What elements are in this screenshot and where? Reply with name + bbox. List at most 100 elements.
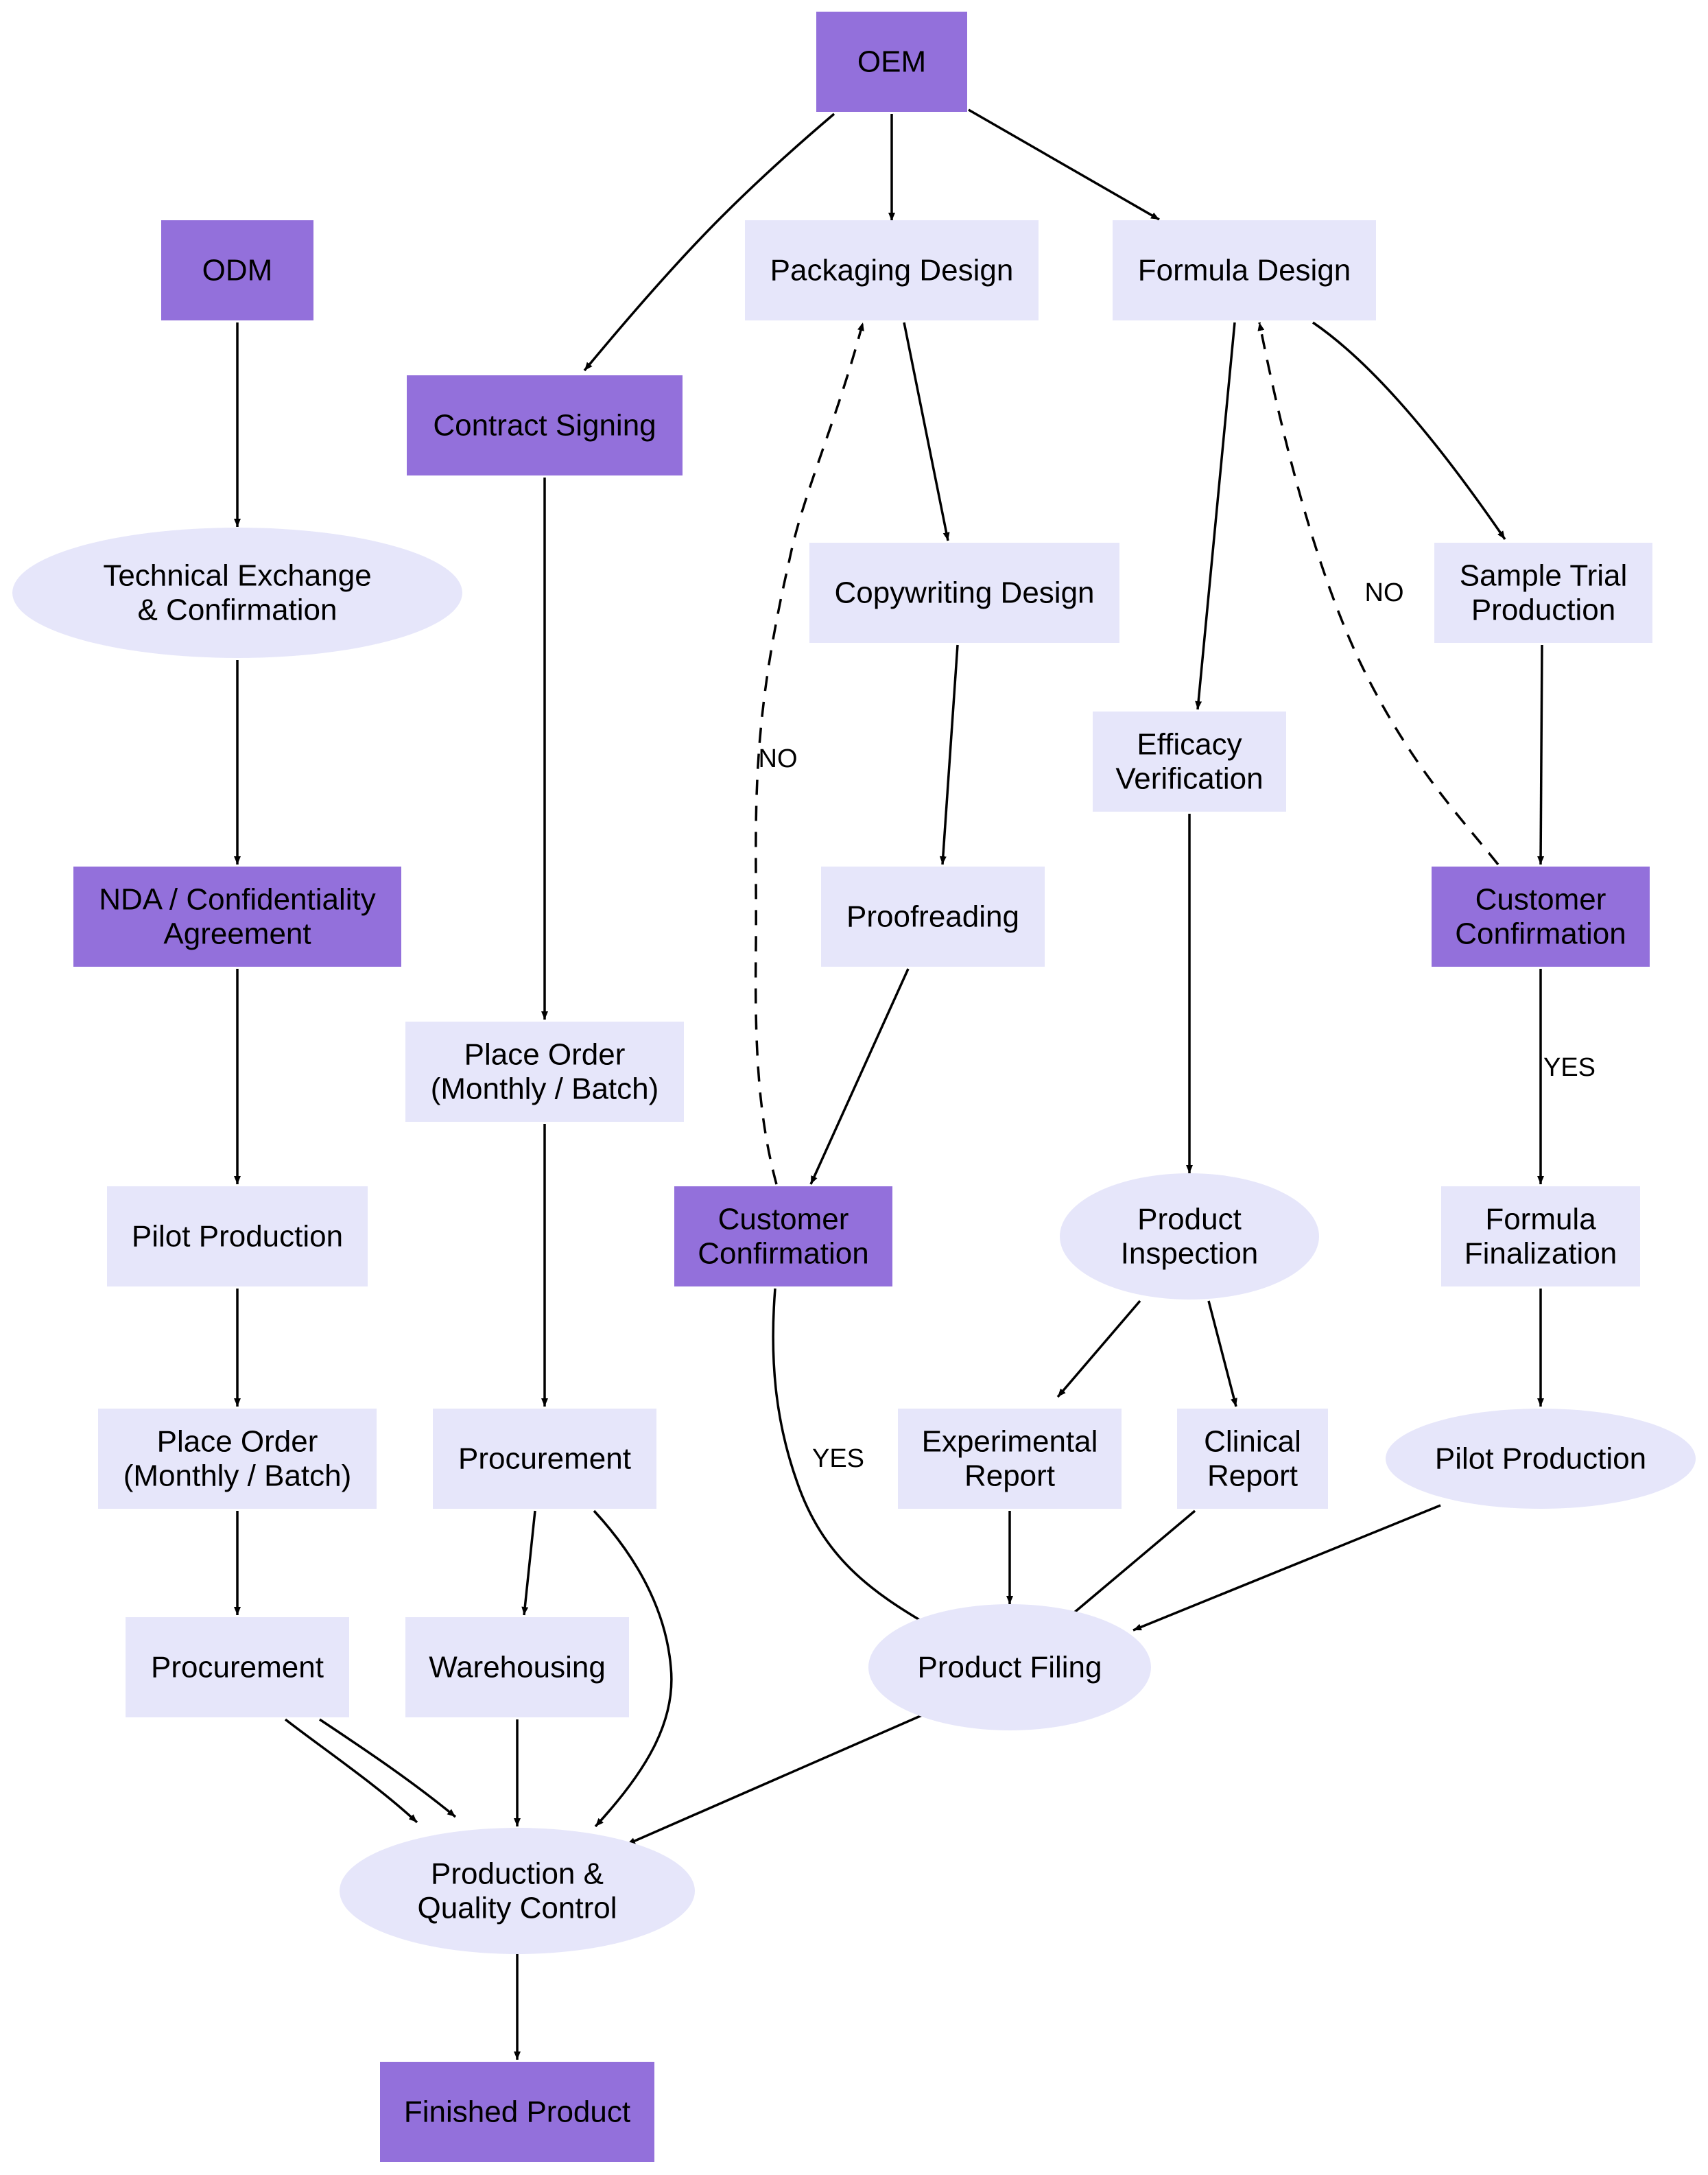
node-shape-box (816, 12, 967, 112)
node-label: Procurement (458, 1442, 631, 1476)
node-procurement-oem: Procurement (433, 1409, 656, 1509)
node-place-order-oem: Place Order(Monthly / Batch) (405, 1022, 684, 1122)
node-shape-box (73, 867, 401, 967)
node-label: Finished Product (404, 2095, 630, 2129)
node-pilot-production-oem: Pilot Production (1386, 1409, 1696, 1509)
node-shape-box (380, 2062, 654, 2162)
node-packaging-design: Packaging Design (745, 220, 1039, 320)
edge-label-no: NO (1365, 578, 1404, 607)
node-proofreading: Proofreading (821, 867, 1045, 967)
node-label: Copywriting Design (834, 576, 1094, 610)
node-production-qc: Production &Quality Control (340, 1828, 695, 1954)
edge-procurement-oem-to-warehousing (521, 1510, 536, 1616)
edge-customer-confirmation-packaging-to-packaging-design (754, 322, 864, 1185)
node-label: Production &Quality Control (417, 1857, 617, 1925)
node-shape-box (1434, 543, 1652, 643)
node-label: Formula Design (1138, 254, 1351, 287)
edge-labels-layer: NO YES NO YES (759, 578, 1596, 1473)
edge-copywriting-design-to-proofreading (939, 644, 959, 865)
nodes-layer: OEM ODM Packaging Design Formula DesignCont… (12, 12, 1696, 2162)
node-shape-box (407, 375, 683, 475)
node-shape-box (161, 220, 313, 320)
node-shape-ellipse (868, 1604, 1151, 1730)
node-shape-box (821, 867, 1045, 967)
node-formula-design: Formula Design (1113, 220, 1376, 320)
node-label: Pilot Production (132, 1220, 343, 1254)
edge-procurement-odm-to-production-qc (319, 1718, 457, 1818)
edges-layer (234, 108, 1545, 2060)
node-shape-box (1441, 1186, 1640, 1286)
node-shape-box (674, 1186, 892, 1286)
node-label: ODM (202, 254, 273, 287)
edge-packaging-design-to-copywriting-design (903, 322, 950, 541)
node-odm: ODM (161, 220, 313, 320)
node-shape-box (107, 1186, 368, 1286)
node-shape-box (126, 1617, 349, 1717)
node-shape-ellipse (12, 528, 462, 658)
node-shape-box (98, 1409, 377, 1509)
node-shape-ellipse (340, 1828, 695, 1954)
node-procurement-odm: Procurement (126, 1617, 349, 1717)
node-label: Technical Exchange& Confirmation (103, 559, 371, 627)
node-shape-box (809, 543, 1119, 643)
edge-pilot-production-oem-to-product-filing (1132, 1504, 1441, 1632)
node-label: Contract Signing (433, 409, 656, 443)
node-label: Proofreading (846, 900, 1019, 934)
node-product-filing: Product Filing (868, 1604, 1151, 1730)
node-contract-signing: Contract Signing (407, 375, 683, 475)
edge-formula-design-to-efficacy-verification (1195, 322, 1236, 710)
node-label: Warehousing (429, 1651, 606, 1684)
node-oem: OEM (816, 12, 967, 112)
node-copywriting-design: Copywriting Design (809, 543, 1119, 643)
edge-product-inspection-to-experimental-report (1056, 1300, 1141, 1398)
node-technical-exchange: Technical Exchange& Confirmation (12, 528, 462, 658)
edge-clinical-report-to-product-filing (1063, 1509, 1196, 1622)
edge-oem-to-formula-design (968, 108, 1160, 221)
edge-label-no: NO (759, 744, 798, 773)
edge-procurement-odm-to-production-qc (284, 1718, 418, 1824)
node-place-order-odm: Place Order(Monthly / Batch) (98, 1409, 377, 1509)
node-shape-box (1093, 712, 1286, 812)
node-shape-box (898, 1409, 1122, 1509)
edge-product-inspection-to-clinical-report (1207, 1300, 1237, 1407)
node-shape-box (1113, 220, 1376, 320)
node-warehousing: Warehousing (405, 1617, 629, 1717)
edge-sample-trial-to-customer-confirmation-formula (1537, 644, 1545, 865)
edge-formula-design-to-sample-trial (1312, 321, 1506, 540)
edge-proofreading-to-customer-confirmation-packaging (809, 968, 910, 1185)
edge-oem-to-contract-signing (583, 113, 835, 372)
edge-product-filing-to-production-qc (626, 1714, 923, 1846)
node-shape-box (1177, 1409, 1328, 1509)
node-shape-box (1432, 867, 1650, 967)
node-shape-box (405, 1617, 629, 1717)
node-pilot-production-odm: Pilot Production (107, 1186, 368, 1286)
node-shape-ellipse (1386, 1409, 1696, 1509)
edge-customer-confirmation-packaging-to-product-filing (772, 1288, 931, 1627)
node-shape-ellipse (1060, 1173, 1319, 1300)
node-label: Place Order(Monthly / Batch) (123, 1425, 352, 1493)
edge-label-yes: YES (1543, 1053, 1596, 1082)
node-finished-product: Finished Product (380, 2062, 654, 2162)
edge-label-yes: YES (812, 1444, 864, 1473)
node-label: Packaging Design (770, 254, 1014, 287)
node-label: Pilot Production (1435, 1442, 1646, 1476)
node-shape-box (405, 1022, 684, 1122)
